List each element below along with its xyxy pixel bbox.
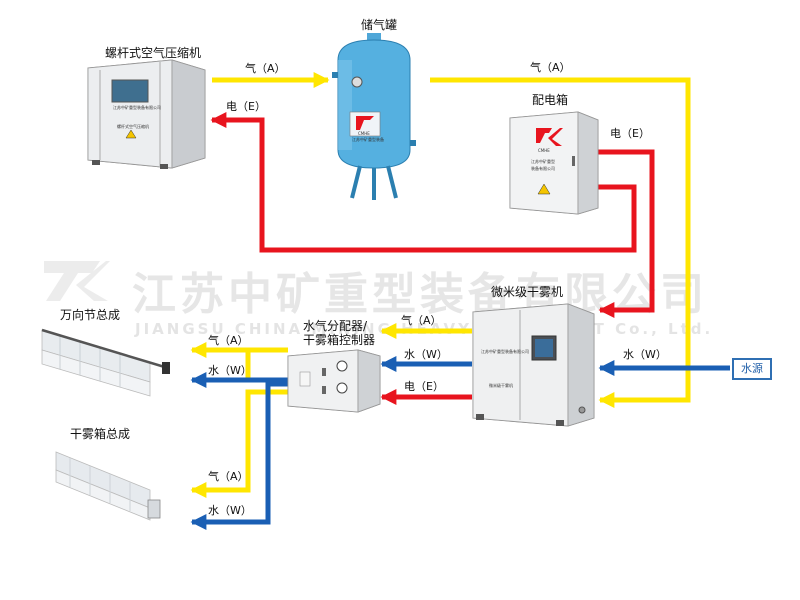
label-water-fog-distributor: 水（W） — [404, 348, 448, 361]
fog-machine-company: 江苏中矿重型装备有限公司 — [481, 349, 529, 354]
water-line-dist-fogbox — [190, 381, 288, 531]
fog-box-title: 干雾箱总成 — [70, 427, 131, 441]
tank-brand: CMHE — [358, 131, 370, 136]
universal-joint-title: 万向节总成 — [60, 308, 121, 322]
label-air-tank-fog: 气（A） — [530, 61, 571, 74]
distributor-title-line2: 干雾箱控制器 — [303, 333, 376, 347]
water-source-box: 水源 — [732, 358, 772, 380]
compressor-plate-company: 江苏中矿重型装备有限公司 — [113, 105, 161, 110]
label-air-fogbox: 气（A） — [208, 470, 249, 483]
tank-company: 江苏中矿重型装备 — [352, 137, 384, 142]
label-electric-compressor: 电（E） — [226, 100, 266, 113]
air-line-tank-fog — [430, 77, 691, 409]
label-water-fogbox: 水（W） — [208, 504, 252, 517]
power-box-title: 配电箱 — [532, 93, 569, 107]
electric-line-power-compressor — [210, 111, 637, 253]
label-air-fog-distributor: 气（A） — [401, 314, 442, 327]
label-electric-power: 电（E） — [610, 127, 650, 140]
compressor-plate-name: 螺杆式空气压缩机 — [117, 124, 149, 129]
label-air-joint: 气（A） — [208, 334, 249, 347]
label-water-source-fog: 水（W） — [623, 348, 667, 361]
fog-machine-name: 微米级干雾机 — [489, 383, 513, 388]
power-box-company-2: 装备有限公司 — [531, 166, 555, 171]
compressor-title: 螺杆式空气压缩机 — [105, 46, 202, 60]
power-box-company-1: 江苏中矿重型 — [531, 159, 555, 164]
fog-machine-title: 微米级干雾机 — [491, 285, 564, 299]
label-air-compressor-tank: 气（A） — [245, 62, 286, 75]
watermark-logo — [40, 255, 112, 311]
power-box-brand: CMHE — [538, 148, 550, 153]
label-electric-fog-distributor: 电（E） — [404, 380, 444, 393]
distributor-title-line1: 水气分配器/ — [303, 319, 368, 333]
tank-title: 储气罐 — [361, 18, 398, 32]
label-water-joint: 水（W） — [208, 364, 252, 377]
